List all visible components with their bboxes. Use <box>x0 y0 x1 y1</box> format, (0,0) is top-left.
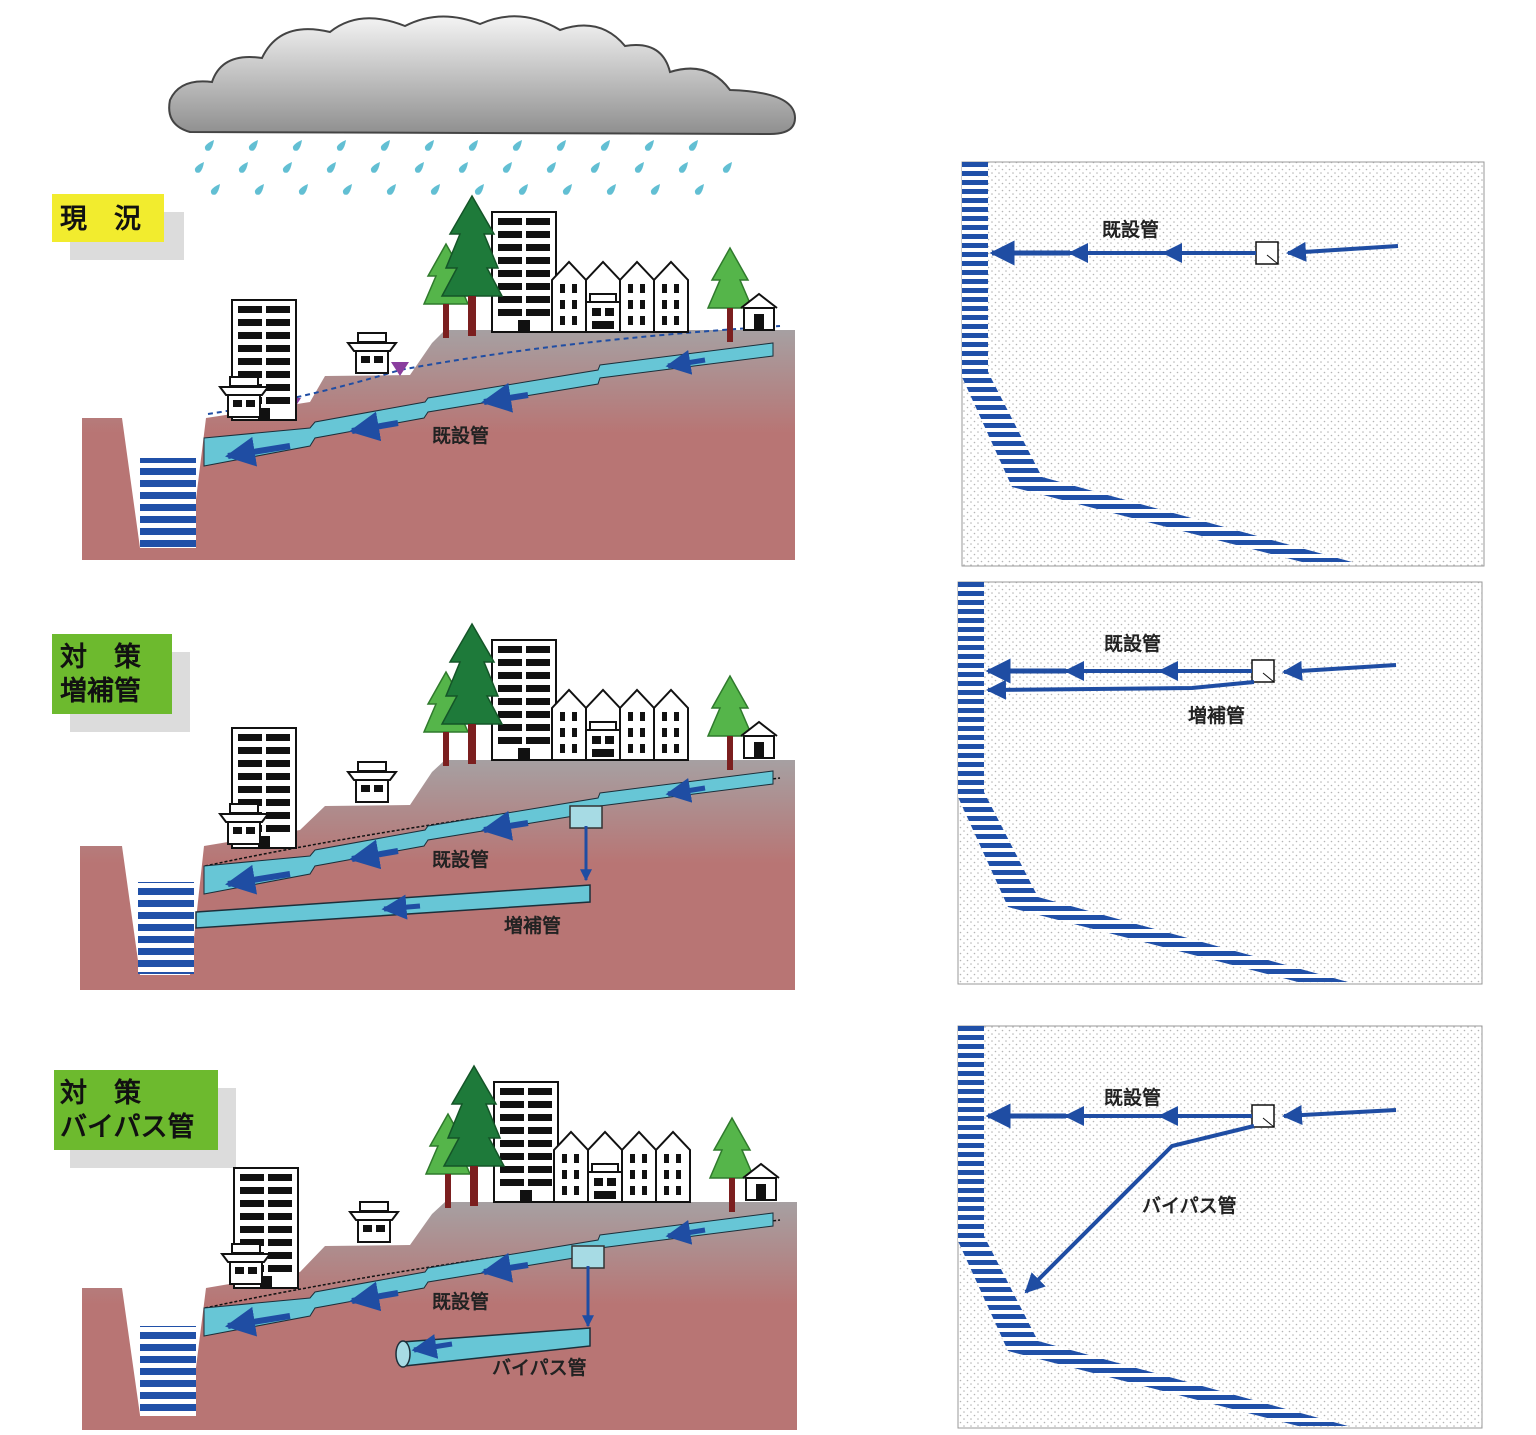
title-tag-reinforcement: 対 策 増補管 <box>52 634 190 732</box>
rain-drop-icon <box>545 160 559 175</box>
label-reinforcement-pipe: 増補管 <box>504 914 561 937</box>
apartment-building <box>491 211 557 333</box>
rain-drop-icon <box>589 160 603 175</box>
label-existing-pipe-2: 既設管 <box>432 848 489 871</box>
townhouses <box>551 261 689 333</box>
river-cross-section <box>140 1326 196 1416</box>
townhouses <box>553 1131 691 1203</box>
scenario-bypass: 対 策 バイパス管 既設管 バイパス管 <box>54 1065 797 1430</box>
label-existing-pipe-1: 既設管 <box>432 424 489 447</box>
rain-drop-icon <box>687 138 701 153</box>
rain-drop-icon <box>633 160 647 175</box>
rain-drops <box>193 138 735 197</box>
ground-section <box>82 1202 797 1430</box>
house <box>349 1201 399 1243</box>
plan-label-reinforcement: 増補管 <box>1188 704 1245 727</box>
rain-drop-icon <box>457 160 471 175</box>
apartment-building <box>493 1081 559 1203</box>
rain-drop-icon <box>325 160 339 175</box>
rain-drop-icon <box>203 138 217 153</box>
existing-pipe <box>203 342 774 467</box>
rain-drop-icon <box>237 160 251 175</box>
rain-drop-icon <box>561 182 575 197</box>
scenario-current: 現 況 既設管 <box>52 194 795 560</box>
rain-drop-icon <box>599 138 613 153</box>
river-cross-section <box>140 458 196 548</box>
plan-bypass: 既設管 バイパス管 <box>957 1025 1483 1429</box>
existing-pipe <box>203 1212 774 1337</box>
label-bypass-pipe: バイパス管 <box>492 1356 587 1379</box>
rain-drop-icon <box>693 182 707 197</box>
rain-drop-icon <box>379 138 393 153</box>
existing-pipe <box>203 770 774 895</box>
label-existing-pipe-3: 既設管 <box>432 1290 489 1313</box>
plan-label-existing-1: 既設管 <box>1102 218 1159 241</box>
title-tag-current: 現 況 <box>52 194 184 260</box>
title-bypass-line1: 対 策 <box>60 1077 142 1109</box>
rain-drop-icon <box>473 182 487 197</box>
title-reinforcement-line1: 対 策 <box>60 641 142 673</box>
rain-drop-icon <box>511 138 525 153</box>
rain-drop-icon <box>605 182 619 197</box>
plan-label-existing-3: 既設管 <box>1104 1086 1161 1109</box>
house <box>347 761 397 803</box>
rain-drop-icon <box>385 182 399 197</box>
townhouses <box>551 689 689 761</box>
rain-drop-icon <box>291 138 305 153</box>
manhole <box>1251 1104 1275 1128</box>
plan-label-existing-2: 既設管 <box>1104 632 1161 655</box>
rain-drop-icon <box>209 182 223 197</box>
title-current: 現 況 <box>60 204 141 235</box>
rain-drop-icon <box>721 160 735 175</box>
rain-cloud <box>168 15 797 136</box>
rain-drop-icon <box>429 182 443 197</box>
rain-drop-icon <box>247 138 261 153</box>
title-reinforcement-line2: 増補管 <box>60 675 141 707</box>
river-cross-section <box>138 882 194 974</box>
rain-drop-icon <box>253 182 267 197</box>
rain-drop-icon <box>335 138 349 153</box>
rain-drop-icon <box>297 182 311 197</box>
rain-drop-icon <box>193 160 207 175</box>
rain-drop-icon <box>555 138 569 153</box>
apartment-building <box>491 639 557 761</box>
scenario-reinforcement: 対 策 増補管 既設管 増補管 <box>52 623 795 990</box>
rain-drop-icon <box>341 182 355 197</box>
rain-drop-icon <box>281 160 295 175</box>
rain-drop-icon <box>369 160 383 175</box>
plan-reinforcement: 既設管 増補管 <box>957 581 1483 985</box>
plan-label-bypass: バイパス管 <box>1142 1194 1237 1217</box>
rain-drop-icon <box>677 160 691 175</box>
rain-drop-icon <box>643 138 657 153</box>
rain-drop-icon <box>467 138 481 153</box>
ground-section <box>80 760 795 990</box>
rain-drop-icon <box>501 160 515 175</box>
rain-drop-icon <box>517 182 531 197</box>
title-bypass-line2: バイパス管 <box>60 1112 194 1143</box>
house <box>347 332 397 374</box>
manhole <box>1255 241 1279 265</box>
ground-section <box>82 330 795 560</box>
rain-drop-icon <box>413 160 427 175</box>
plan-current: 既設管 <box>961 161 1485 567</box>
manhole <box>1251 659 1275 683</box>
rain-drop-icon <box>423 138 437 153</box>
title-tag-bypass: 対 策 バイパス管 <box>54 1070 236 1168</box>
rain-drop-icon <box>649 182 663 197</box>
